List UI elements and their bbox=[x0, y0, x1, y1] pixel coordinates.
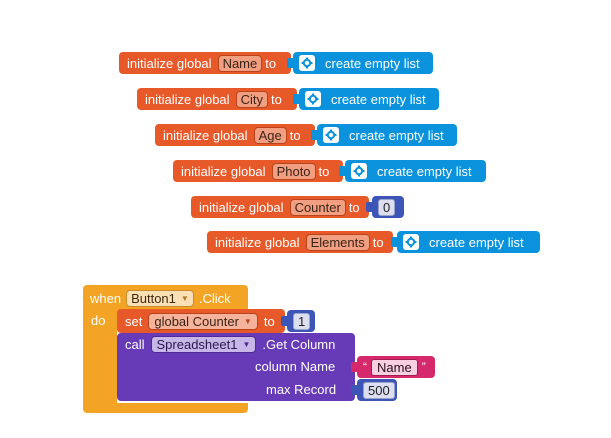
do-label: do bbox=[91, 312, 106, 328]
initialize-global-label: initialize global bbox=[127, 55, 212, 71]
number-block[interactable]: 0 bbox=[366, 196, 404, 218]
to-label: to bbox=[318, 163, 330, 179]
init-global-age-block[interactable]: initialize global Age to bbox=[155, 124, 315, 146]
number-value-field[interactable]: 500 bbox=[363, 381, 395, 399]
close-quote-icon: ” bbox=[421, 360, 426, 374]
set-label: set bbox=[125, 313, 143, 329]
variable-name-field[interactable]: Photo bbox=[271, 162, 316, 180]
to-label: to bbox=[348, 199, 360, 215]
number-value-field[interactable]: 1 bbox=[293, 312, 311, 330]
init-global-counter-block[interactable]: initialize global Counter to bbox=[191, 196, 369, 218]
dropdown-arrow-icon: ▼ bbox=[180, 293, 189, 303]
number-value-field[interactable]: 0 bbox=[378, 198, 396, 216]
initialize-global-label: initialize global bbox=[163, 127, 248, 143]
event-header: when Button1 ▼ .Click bbox=[90, 287, 231, 309]
create-empty-list-label: create empty list bbox=[349, 127, 444, 143]
gear-icon[interactable] bbox=[323, 127, 339, 143]
create-empty-list-label: create empty list bbox=[325, 55, 420, 71]
create-empty-list-block[interactable]: create empty list bbox=[293, 88, 439, 110]
component-name: Spreadsheet1 bbox=[156, 336, 238, 352]
variable-name-field[interactable]: Elements bbox=[305, 233, 370, 251]
to-label: to bbox=[270, 91, 282, 107]
call-header: call Spreadsheet1 ▼ .Get Column bbox=[125, 333, 335, 355]
initialize-global-label: initialize global bbox=[199, 199, 284, 215]
event-name-label: .Click bbox=[198, 290, 231, 306]
socket-connector bbox=[293, 94, 299, 104]
create-empty-list-block[interactable]: create empty list bbox=[311, 124, 457, 146]
init-global-name-block[interactable]: initialize global Name to bbox=[119, 52, 291, 74]
init-global-city-block[interactable]: initialize global City to bbox=[137, 88, 297, 110]
when-label: when bbox=[90, 290, 122, 306]
variable-name-field[interactable]: Name bbox=[217, 54, 263, 72]
gear-icon[interactable] bbox=[305, 91, 321, 107]
event-block-spine bbox=[83, 312, 117, 404]
dropdown-arrow-icon: ▼ bbox=[242, 339, 251, 349]
open-quote-icon: “ bbox=[363, 360, 367, 374]
component-dropdown[interactable]: Button1 ▼ bbox=[126, 289, 194, 307]
variable-name-field[interactable]: Counter bbox=[289, 198, 346, 216]
param-column-name-label-wrap: column Name bbox=[255, 356, 335, 376]
create-empty-list-label: create empty list bbox=[331, 91, 426, 107]
socket-connector bbox=[311, 130, 317, 140]
number-block[interactable]: 500 bbox=[351, 379, 397, 401]
gear-icon[interactable] bbox=[299, 55, 315, 71]
component-dropdown[interactable]: Spreadsheet1 ▼ bbox=[150, 335, 257, 353]
create-empty-list-label: create empty list bbox=[429, 234, 524, 250]
socket-connector bbox=[281, 316, 287, 326]
initialize-global-label: initialize global bbox=[145, 91, 230, 107]
init-global-elements-block[interactable]: initialize global Elements to bbox=[207, 231, 393, 253]
set-global-counter-block[interactable]: set global Counter ▼ to bbox=[117, 309, 285, 333]
number-block[interactable]: 1 bbox=[281, 310, 315, 332]
socket-connector bbox=[351, 385, 357, 395]
text-value-field[interactable]: Name bbox=[371, 358, 418, 376]
socket-connector bbox=[351, 362, 357, 372]
initialize-global-label: initialize global bbox=[181, 163, 266, 179]
call-label: call bbox=[125, 336, 145, 352]
text-block[interactable]: “ Name ” bbox=[351, 356, 435, 378]
to-label: to bbox=[372, 234, 384, 250]
create-empty-list-block[interactable]: create empty list bbox=[339, 160, 486, 182]
socket-connector bbox=[287, 58, 293, 68]
variable-name: global Counter bbox=[154, 313, 239, 329]
create-empty-list-block[interactable]: create empty list bbox=[391, 231, 540, 253]
socket-connector bbox=[366, 202, 372, 212]
init-global-photo-block[interactable]: initialize global Photo to bbox=[173, 160, 343, 182]
component-name: Button1 bbox=[131, 290, 176, 306]
socket-connector bbox=[339, 166, 345, 176]
variable-name-field[interactable]: Age bbox=[253, 126, 287, 144]
method-name-label: .Get Column bbox=[262, 336, 336, 352]
variable-name-field[interactable]: City bbox=[235, 90, 268, 108]
param-label: column Name bbox=[255, 358, 336, 374]
to-label: to bbox=[265, 55, 277, 71]
to-label: to bbox=[289, 127, 301, 143]
initialize-global-label: initialize global bbox=[215, 234, 300, 250]
create-empty-list-label: create empty list bbox=[377, 163, 472, 179]
variable-dropdown[interactable]: global Counter ▼ bbox=[148, 312, 258, 330]
socket-connector bbox=[391, 237, 397, 247]
create-empty-list-block[interactable]: create empty list bbox=[287, 52, 433, 74]
gear-icon[interactable] bbox=[351, 163, 367, 179]
to-label: to bbox=[263, 313, 275, 329]
param-max-record-label-wrap: max Record bbox=[266, 379, 336, 399]
do-label-wrap: do bbox=[91, 310, 105, 330]
dropdown-arrow-icon: ▼ bbox=[243, 316, 252, 326]
event-block-footer bbox=[83, 403, 248, 413]
param-label: max Record bbox=[266, 381, 337, 397]
gear-icon[interactable] bbox=[403, 234, 419, 250]
